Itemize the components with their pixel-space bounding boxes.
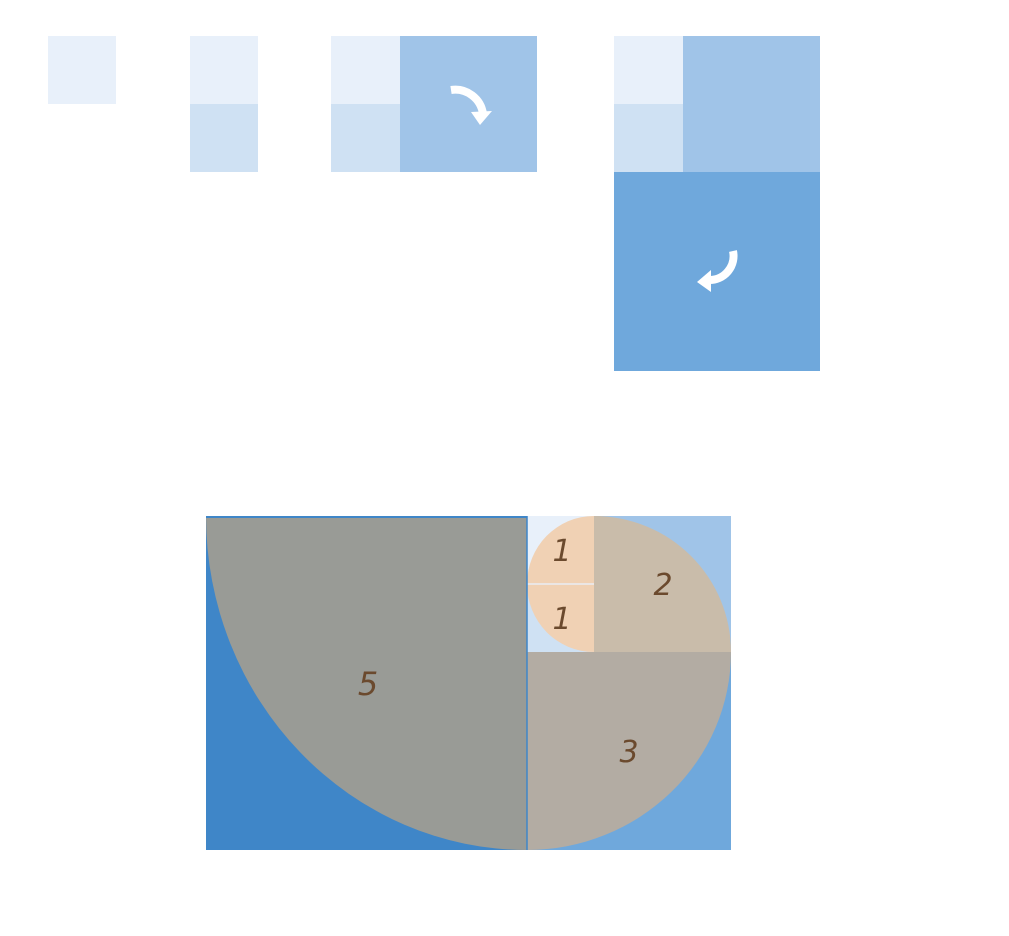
label-two: 2 [653,568,672,603]
spiral-arc-1-bottom [527,584,594,652]
step-3-group [331,36,537,172]
step4-square-1a [614,36,683,104]
step3-square-2 [400,36,537,172]
spiral-arc-3 [527,652,731,850]
step1-square-1 [48,36,116,104]
step3-square-1a [331,36,400,104]
spiral-arc-2 [594,516,731,652]
step4-square-1b [614,104,683,172]
step2-square-1b [190,104,258,172]
step-4-group [614,36,820,371]
counterclockwise-arrow-icon [697,250,738,292]
step4-square-2 [683,36,820,172]
step-2-group [190,36,258,172]
step4-square-3 [614,172,820,371]
label-one-top: 1 [552,534,571,569]
step2-square-1a [190,36,258,104]
step-1-group [48,36,116,104]
clockwise-arrow-icon [450,85,492,125]
spiral-arc-1-top [527,516,594,584]
label-one-bottom: 1 [552,602,571,637]
label-three: 3 [619,735,638,770]
label-five: 5 [358,665,378,703]
fibonacci-spiral-group: 1 1 2 3 5 [206,516,731,850]
step3-square-1b [331,104,400,172]
spiral-arc-5 [206,516,527,850]
